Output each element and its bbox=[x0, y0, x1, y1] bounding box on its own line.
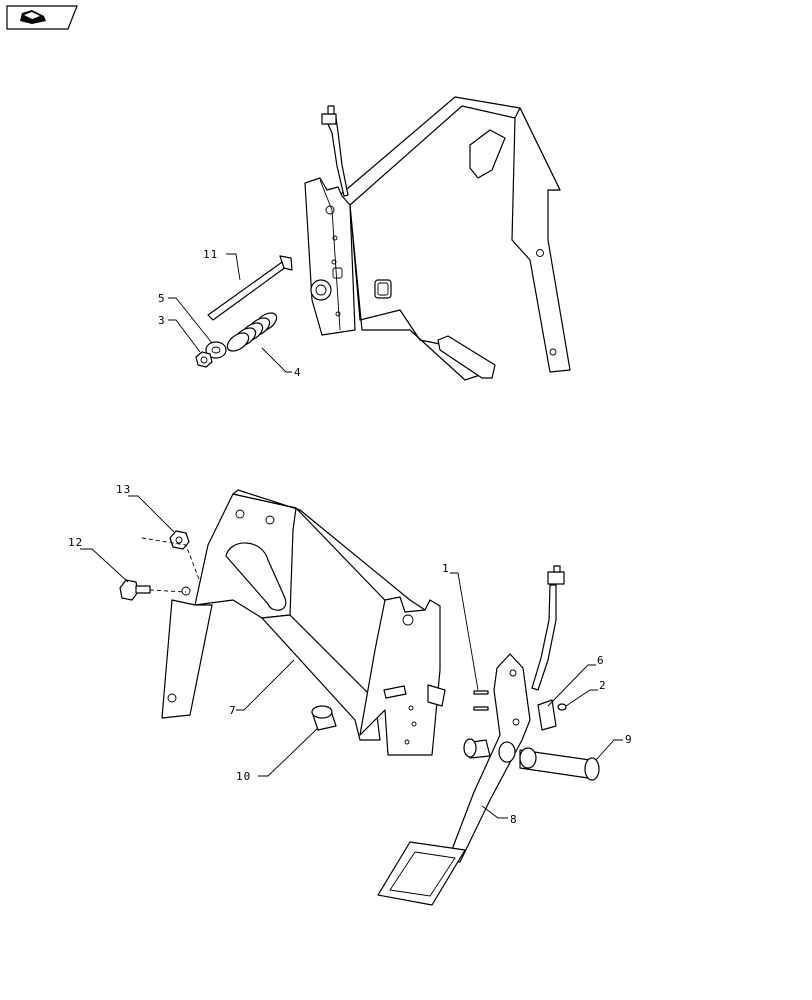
nut-2 bbox=[557, 703, 567, 711]
callout-10: 10 bbox=[236, 770, 251, 783]
back-arrow-icon[interactable] bbox=[6, 5, 78, 30]
callout-8: 8 bbox=[510, 813, 518, 826]
pedal-stub bbox=[437, 335, 496, 379]
bottom-callouts: 13 12 1 6 2 7 9 10 8 bbox=[68, 483, 633, 826]
switch-6 bbox=[537, 699, 557, 731]
washer-5 bbox=[205, 341, 227, 359]
callout-2: 2 bbox=[599, 679, 607, 692]
callout-13: 13 bbox=[116, 483, 131, 496]
callout-12: 12 bbox=[68, 536, 83, 549]
bottom-assembly bbox=[119, 489, 600, 906]
bracket-7-strut bbox=[261, 614, 381, 741]
callout-7: 7 bbox=[229, 704, 237, 717]
nut-3 bbox=[195, 351, 213, 368]
switch-6-cable bbox=[531, 584, 557, 691]
top-assembly bbox=[195, 96, 571, 381]
spring-4 bbox=[226, 312, 278, 352]
pedal-arm-8 bbox=[447, 653, 531, 863]
pedal-pad bbox=[377, 841, 466, 906]
switch-cable bbox=[325, 117, 349, 197]
top-callouts: 11 5 3 4 bbox=[158, 248, 302, 379]
bolt-12 bbox=[119, 579, 151, 601]
rod-11 bbox=[207, 259, 291, 321]
callout-4: 4 bbox=[294, 366, 302, 379]
pin-1b bbox=[473, 706, 489, 711]
callout-5: 5 bbox=[158, 292, 166, 305]
callout-9: 9 bbox=[625, 733, 633, 746]
bushing-10 bbox=[311, 705, 337, 731]
bracket-right-leg bbox=[511, 107, 571, 373]
side-plate-7 bbox=[359, 596, 441, 756]
callout-11: 11 bbox=[203, 248, 218, 261]
callout-1: 1 bbox=[442, 562, 450, 575]
callout-3: 3 bbox=[158, 314, 166, 327]
pin-1a bbox=[473, 690, 489, 695]
side-plate bbox=[304, 177, 356, 336]
callout-6: 6 bbox=[597, 654, 605, 667]
bracket-7-leg bbox=[161, 599, 213, 719]
